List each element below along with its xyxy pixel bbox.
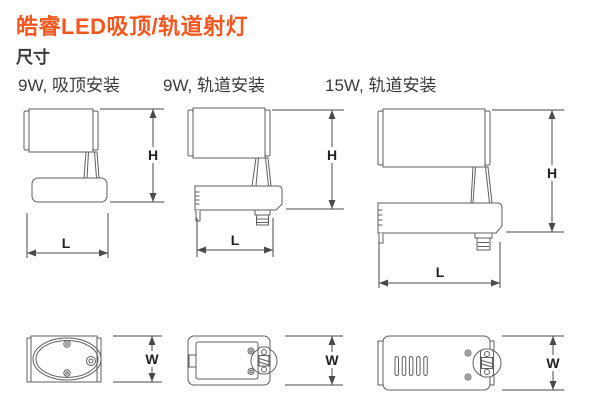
track-adapter xyxy=(480,348,494,378)
lamp-head-cap-left xyxy=(187,109,194,157)
base-vent-ticks xyxy=(378,209,383,226)
lamp-stem xyxy=(83,151,100,179)
track-connector xyxy=(254,209,271,226)
dim-label-length-15w-track: L xyxy=(436,264,445,280)
screw-holes xyxy=(63,340,96,377)
dimension-height: H xyxy=(100,108,164,203)
ceiling-base xyxy=(31,177,108,203)
side-view-9w-ceiling: H L xyxy=(23,108,164,258)
dimension-height: H xyxy=(272,109,344,210)
lamp-head-cap-right xyxy=(92,110,99,151)
driver-base xyxy=(194,185,283,211)
dimension-width: W xyxy=(502,335,564,391)
dimension-length: L xyxy=(378,242,501,288)
canopy-ring-outer xyxy=(32,337,102,381)
side-view-15w-track: H L xyxy=(377,108,564,288)
base-cap-left xyxy=(26,337,32,383)
lamp-head-cap-left xyxy=(23,110,30,151)
track-adapter xyxy=(257,346,271,375)
dim-label-width-9w-track: W xyxy=(325,352,339,368)
dim-label-length-9w-ceiling: L xyxy=(62,235,71,251)
housing-cap-left xyxy=(377,340,384,386)
dimension-width: W xyxy=(113,335,162,383)
top-view-9w-track: W xyxy=(187,335,343,386)
lamp-head xyxy=(382,108,486,168)
mount-hook xyxy=(378,233,384,244)
dim-label-height-9w-ceiling: H xyxy=(148,147,158,163)
column-label-15w-track: 15W, 轨道安装 xyxy=(325,76,437,95)
dimension-length: L xyxy=(26,213,109,258)
lamp-head xyxy=(192,107,266,159)
dimension-width: W xyxy=(285,335,343,386)
side-notch xyxy=(188,354,197,368)
dimension-height: H xyxy=(492,109,564,233)
dim-label-width-15w-track: W xyxy=(546,355,560,371)
top-view-9w-ceiling: W xyxy=(26,335,162,383)
lamp-head-cap-left xyxy=(377,110,384,166)
dim-label-height-9w-track: H xyxy=(327,147,337,163)
track-connector xyxy=(474,232,493,251)
driver-base xyxy=(377,202,503,234)
screw-holes xyxy=(464,349,472,381)
base-vent-ticks xyxy=(195,191,200,205)
dim-label-width-9w-ceiling: W xyxy=(145,351,159,367)
column-label-9w-ceiling: 9W, 吸顶安装 xyxy=(18,76,121,95)
dim-label-height-15w-track: H xyxy=(547,165,557,181)
lamp-head xyxy=(28,108,94,153)
dimension-length: L xyxy=(196,218,274,257)
section-subtitle: 尺寸 xyxy=(16,48,50,67)
screw-holes xyxy=(247,347,255,375)
page-title: 皓睿LED吸顶/轨道射灯 xyxy=(16,14,249,39)
lamp-head-cap-right xyxy=(264,109,271,157)
lamp-head-cap-right xyxy=(484,110,491,166)
vent-slots xyxy=(394,356,428,376)
side-view-9w-track: H L xyxy=(187,107,344,257)
column-label-9w-track: 9W, 轨道安装 xyxy=(163,76,266,95)
dim-label-length-9w-track: L xyxy=(231,232,240,248)
top-view-15w-track: W xyxy=(377,335,564,391)
